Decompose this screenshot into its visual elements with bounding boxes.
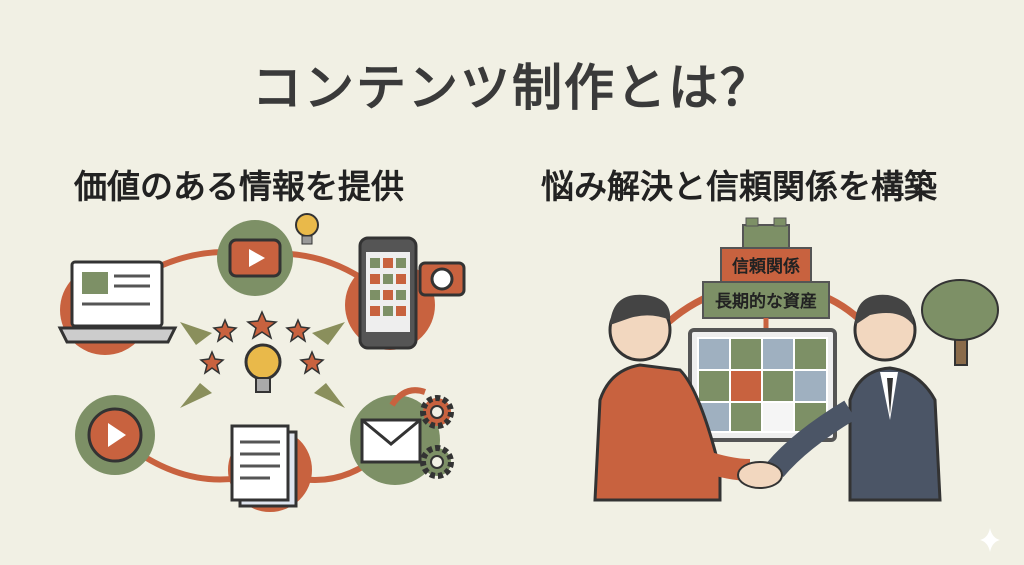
handshake-icon: [696, 449, 783, 489]
block-stack: 信頼関係 長期的な資産: [702, 217, 830, 332]
block-trust: 信頼関係: [732, 256, 800, 277]
sparkle-icon: [980, 528, 1000, 552]
right-heading: 悩み解決と信頼関係を構築: [541, 167, 937, 206]
email-icon: [350, 387, 440, 485]
gear-icon: [420, 395, 454, 479]
person-left: [593, 294, 722, 502]
video-icon: [75, 395, 155, 475]
video-icon: [217, 220, 293, 296]
tree-icon: [921, 279, 999, 366]
person-right: [766, 294, 942, 502]
block-asset: 長期的な資産: [715, 291, 817, 312]
laptop-icon: [57, 260, 178, 355]
camera-icon: [418, 261, 466, 297]
document-icon: [228, 424, 312, 512]
page-title: コンテンツ制作とは？: [252, 59, 772, 117]
smartphone-icon: [345, 236, 435, 350]
left-heading: 価値のある情報を提供: [74, 167, 404, 206]
star-icon: [199, 310, 325, 375]
idea-burst: [180, 310, 345, 408]
lightbulb-icon: [295, 213, 319, 245]
